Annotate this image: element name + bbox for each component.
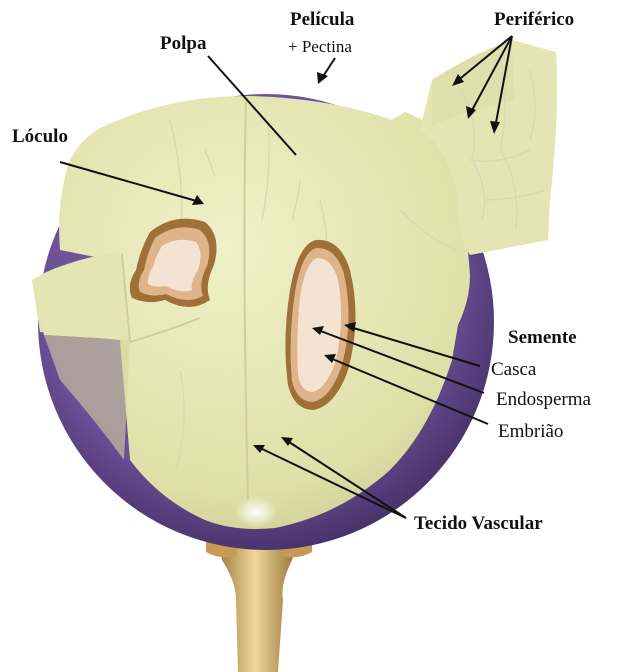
label-pectina: + Pectina (288, 37, 352, 56)
label-pelicula: Película (290, 9, 355, 30)
stem (206, 532, 312, 672)
vascular-glow (234, 496, 278, 528)
label-casca: Casca (491, 359, 537, 380)
label-loculo: Lóculo (12, 126, 68, 147)
label-periferico: Periférico (494, 9, 574, 30)
label-semente: Semente (508, 327, 577, 348)
label-endosperma: Endosperma (496, 389, 592, 410)
label-embriao: Embrião (498, 421, 563, 442)
label-polpa: Polpa (160, 33, 207, 54)
label-tecido-vascular: Tecido Vascular (414, 513, 543, 534)
